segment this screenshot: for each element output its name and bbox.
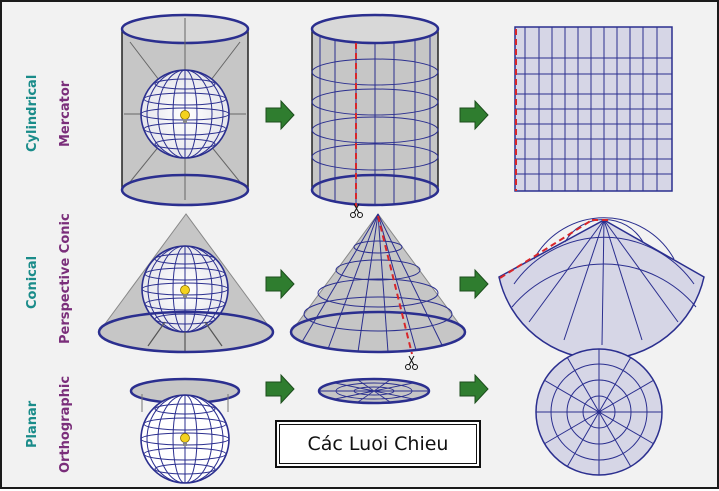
green-arrow-icon — [459, 268, 489, 300]
scissors-icon — [405, 355, 418, 370]
cone-with-globe — [97, 213, 275, 354]
green-arrow-icon — [459, 99, 489, 131]
cone-with-grid — [289, 213, 467, 370]
green-arrow-icon — [459, 373, 489, 405]
light-bulb-icon — [180, 433, 190, 446]
row-label-orthographic: Orthographic — [58, 375, 73, 473]
green-arrow-icon — [265, 99, 295, 131]
unrolled-cylinder-grid — [310, 13, 440, 218]
conic-fan-grid — [498, 217, 705, 360]
azimuthal-disc-grid — [535, 348, 663, 476]
light-bulb-icon — [180, 110, 190, 123]
plane-with-globe — [129, 377, 241, 484]
cylinder-with-globe — [120, 13, 250, 207]
green-arrow-icon — [265, 268, 295, 300]
green-arrow-icon — [265, 373, 295, 405]
diagram-title: Các Luoi Chieu — [279, 424, 477, 464]
row-label-perspective-conic: Perspective Conic — [58, 213, 73, 344]
row-label-cylindrical: Cylindrical — [25, 74, 40, 152]
mercator-flat-grid — [514, 26, 673, 192]
row-label-planar: Planar — [25, 400, 40, 448]
plane-disc-grid — [317, 377, 431, 405]
row-label-mercator: Mercator — [58, 80, 73, 147]
title-box: Các Luoi Chieu — [275, 420, 481, 468]
row-label-conical: Conical — [25, 255, 40, 309]
light-bulb-icon — [180, 285, 190, 298]
scissors-icon — [350, 203, 363, 218]
